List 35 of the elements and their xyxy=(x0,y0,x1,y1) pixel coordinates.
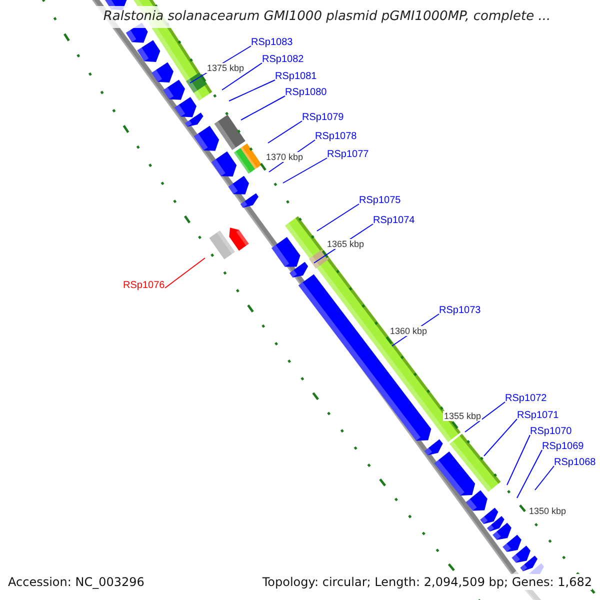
gene-label: RSp1073 xyxy=(439,305,481,317)
leader-line xyxy=(534,466,554,490)
scale-label: 1375 kbp xyxy=(206,63,246,73)
gene-label: RSp1074 xyxy=(373,215,415,227)
leader-line xyxy=(484,418,518,456)
gene-label: RSp1076 xyxy=(123,280,165,292)
leader-line xyxy=(464,402,506,432)
leader-line xyxy=(228,80,276,102)
accession-text: Accession: NC_003296 xyxy=(8,574,144,590)
gene-label: RSp1083 xyxy=(251,37,293,49)
leader-line xyxy=(516,450,542,498)
gene-label: RSp1077 xyxy=(327,149,369,161)
leader-line xyxy=(240,96,286,120)
leader-line xyxy=(164,258,206,288)
leader-line xyxy=(316,204,360,232)
scale-label: 1360 kbp xyxy=(389,326,428,336)
scale-label: 1355 kbp xyxy=(443,411,482,421)
gene-label: RSp1070 xyxy=(530,426,572,438)
scale-label: 1365 kbp xyxy=(326,239,366,249)
gene-label: RSp1081 xyxy=(275,71,317,83)
gene-label: RSp1068 xyxy=(554,457,596,469)
scale-label: 1370 kbp xyxy=(265,152,304,162)
leader-line xyxy=(268,120,302,144)
gene-label: RSp1069 xyxy=(542,441,584,453)
gene-label: RSp1079 xyxy=(302,112,344,124)
gene-label: RSp1072 xyxy=(505,393,547,405)
leader-line xyxy=(506,434,530,486)
gene-label: RSp1080 xyxy=(285,87,327,99)
leader-line xyxy=(282,158,328,184)
gene-label: RSp1071 xyxy=(517,410,559,422)
scale-label: 1350 kbp xyxy=(528,506,568,516)
gene-label: RSp1078 xyxy=(315,131,357,143)
gene-label: RSp1082 xyxy=(262,54,304,66)
leader-line xyxy=(222,62,262,90)
gene-label: RSp1075 xyxy=(359,195,401,207)
